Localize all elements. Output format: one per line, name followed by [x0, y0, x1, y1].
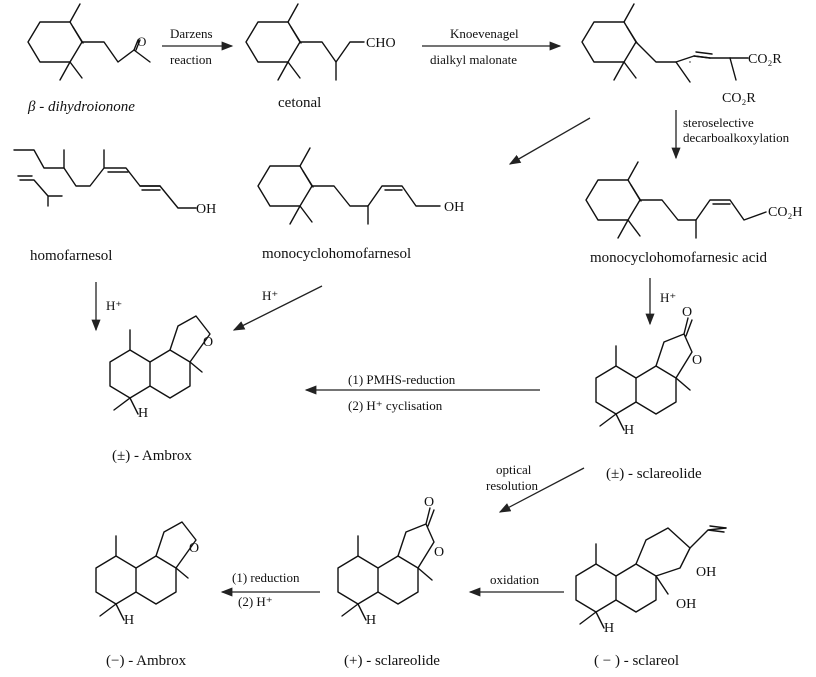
sclareol-hydroxyl-bottom: OH — [676, 597, 696, 612]
plus-sclareolide-label: (+) - sclareolide — [344, 653, 440, 669]
dihydroionone-carbonyl: O — [137, 34, 146, 49]
plus-sclareolide-structure: O O H — [337, 495, 444, 628]
minus-ambrox-oxygen: O — [189, 541, 199, 556]
minus-ambrox-structure: O H — [95, 521, 199, 628]
cetonal-aldehyde: CHO — [366, 36, 396, 51]
cetonal-structure: CHO — [245, 3, 396, 81]
plus-sclareolide-hydrogen: H — [366, 613, 376, 628]
racemic-ambrox-label: (±) - Ambrox — [112, 448, 192, 464]
racemic-sclareolide-carbonyl: O — [682, 305, 692, 320]
minus-ambrox-label: (−) - Ambrox — [106, 653, 187, 669]
sclareol-hydrogen: H — [604, 621, 614, 636]
cetonal-label: cetonal — [278, 95, 321, 111]
monocyclohomofarnesic-acid-label: monocyclohomofarnesic acid — [590, 250, 768, 266]
arrow-to-monocyclohomofarnesol — [508, 117, 591, 165]
oxidation-label: oxidation — [490, 572, 540, 587]
resolution-label-1: optical — [496, 462, 532, 477]
minus-ambrox-hydrogen: H — [124, 613, 134, 628]
knoevenagel-label-2: dialkyl malonate — [430, 52, 517, 67]
sclareol-hydroxyl-top: OH — [696, 565, 716, 580]
monocyclohomofarnesol-structure: OH — [257, 147, 464, 225]
racemic-sclareolide-label: (±) - sclareolide — [606, 466, 702, 482]
decarb-label-2: decarboalkoxylation — [683, 130, 790, 145]
ester-top: CO₂R — [748, 52, 782, 67]
darzens-label-2: reaction — [170, 52, 212, 67]
acid-label-1: H⁺ — [106, 298, 122, 313]
homofarnesol-label: homofarnesol — [30, 248, 112, 264]
monocyclohomofarnesic-acid-structure: CO₂H — [585, 161, 802, 239]
arrow-monocyclohomofarnesol-cyclisation — [232, 285, 323, 331]
resolution-label-2: resolution — [486, 478, 538, 493]
decarb-label-1: steroselective — [683, 115, 754, 130]
acid-label-2: H⁺ — [262, 288, 278, 303]
arrow-optical-resolution — [498, 467, 585, 513]
monocyclohomofarnesol-hydroxyl: OH — [444, 200, 464, 215]
plus-sclareolide-carbonyl: O — [424, 495, 434, 510]
acid-carboxyl: CO₂H — [768, 205, 802, 220]
reduction-label-2: (2) H⁺ — [238, 594, 273, 609]
minus-sclareol-label: ( − ) - sclareol — [594, 653, 679, 669]
racemic-sclareolide-structure: O O H — [595, 305, 702, 438]
knoevenagel-label-1: Knoevenagel — [450, 26, 519, 41]
dihydroionone-label: β - dihydroionone — [27, 99, 135, 115]
dihydroionone-structure: O — [27, 3, 151, 81]
reduction-label-1: (1) reduction — [232, 570, 300, 585]
darzens-label-1: Darzens — [170, 26, 213, 41]
acid-label-3: H⁺ — [660, 290, 676, 305]
pmhs-label-2: (2) H⁺ cyclisation — [348, 398, 443, 413]
racemic-ambrox-oxygen: O — [203, 335, 213, 350]
racemic-ambrox-hydrogen: H — [138, 406, 148, 421]
plus-sclareolide-ring-oxygen: O — [434, 545, 444, 560]
homofarnesol-hydroxyl: OH — [196, 202, 216, 217]
racemic-ambrox-structure: O H — [109, 315, 213, 421]
racemic-sclareolide-hydrogen: H — [624, 423, 634, 438]
homofarnesol-structure: OH — [13, 149, 216, 217]
monocyclohomofarnesol-label: monocyclohomofarnesol — [262, 246, 411, 262]
malonate-adduct-structure: CO₂R CO₂R — [581, 3, 782, 106]
minus-sclareol-structure: OH OH H — [575, 525, 727, 636]
pmhs-label-1: (1) PMHS-reduction — [348, 372, 456, 387]
racemic-sclareolide-ring-oxygen: O — [692, 353, 702, 368]
ester-bottom: CO₂R — [722, 91, 756, 106]
